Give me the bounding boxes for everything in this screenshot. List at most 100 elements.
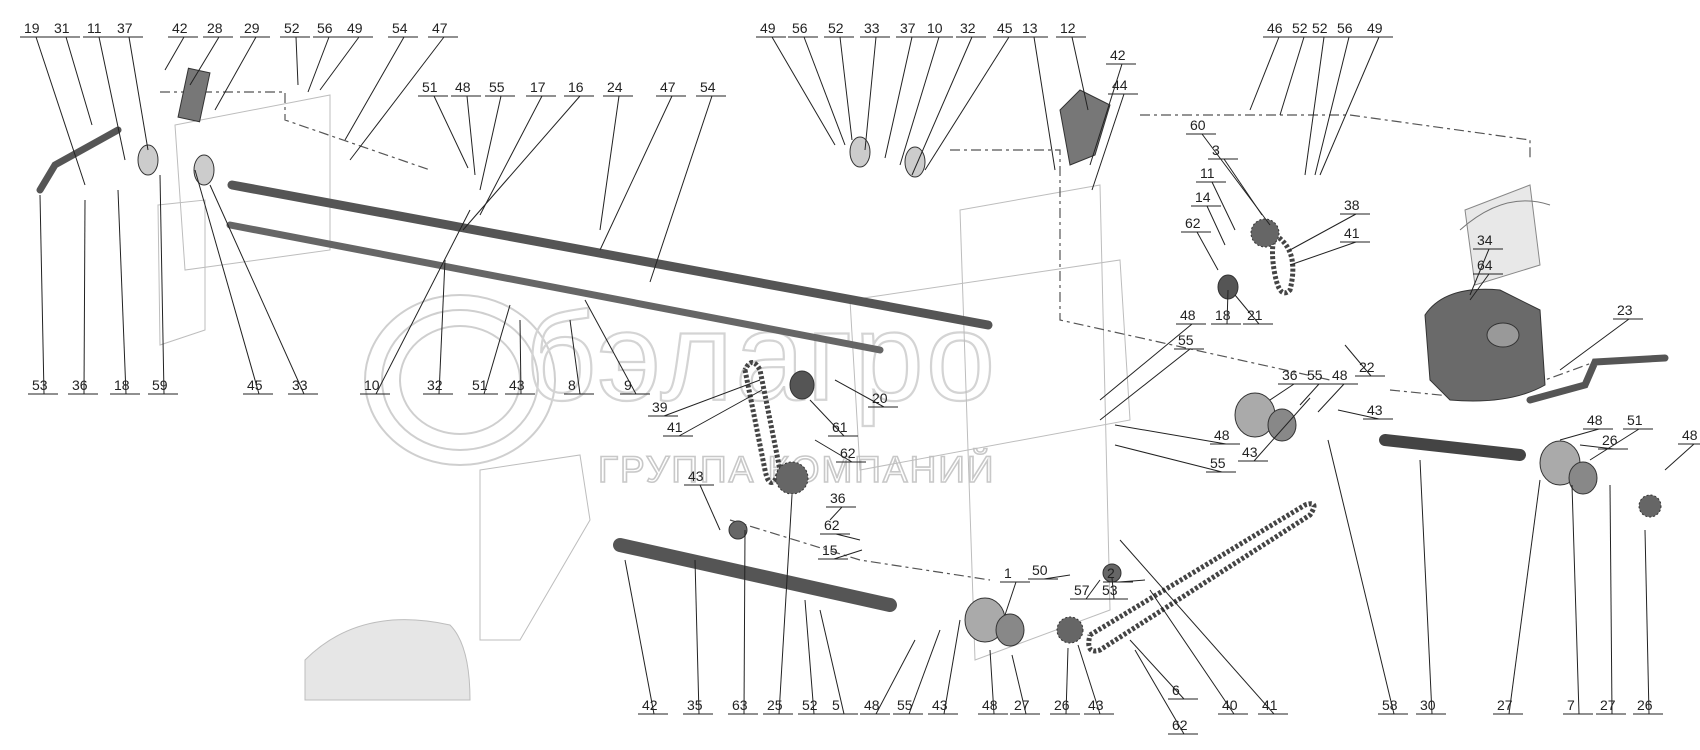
flange-33-left bbox=[137, 144, 159, 176]
callout-leader bbox=[433, 95, 469, 169]
callout-leader bbox=[884, 36, 913, 159]
callout-number: 43 bbox=[1088, 697, 1104, 713]
callout-number: 56 bbox=[1337, 20, 1353, 36]
callout-leader bbox=[804, 599, 815, 715]
watermark-ring-inner bbox=[399, 325, 521, 435]
callout-leader bbox=[65, 36, 93, 126]
bearing-26-mid bbox=[1267, 408, 1297, 442]
callout-leader bbox=[1196, 231, 1219, 271]
callout-leader bbox=[1114, 444, 1223, 473]
callout-leader bbox=[1004, 581, 1017, 616]
callout-number: 7 bbox=[1567, 697, 1575, 713]
callout-leader bbox=[835, 533, 861, 541]
callout-leader bbox=[1065, 647, 1069, 715]
watermark-brand: бэлагро bbox=[525, 288, 997, 427]
callout-leader bbox=[438, 259, 446, 395]
callout-leader bbox=[839, 36, 853, 141]
callout-number: 53 bbox=[32, 377, 48, 393]
lever-18 bbox=[36, 126, 122, 194]
callout-leader bbox=[194, 169, 260, 395]
callout-number: 63 bbox=[732, 697, 748, 713]
callout-leader bbox=[1114, 424, 1227, 445]
callout-leader bbox=[1508, 479, 1541, 715]
callout-leader bbox=[466, 95, 476, 176]
callout-number: 47 bbox=[432, 20, 448, 36]
callout-leader bbox=[1118, 579, 1146, 583]
callout-number: 44 bbox=[1112, 77, 1128, 93]
callout-number: 64 bbox=[1477, 257, 1493, 273]
callout-number: 18 bbox=[114, 377, 130, 393]
callout-leader bbox=[649, 95, 713, 283]
callout-number: 15 bbox=[822, 542, 838, 558]
chain-40 bbox=[1086, 501, 1317, 654]
callout-number: 45 bbox=[247, 377, 263, 393]
callout-number: 27 bbox=[1600, 697, 1616, 713]
callout-leader bbox=[1344, 344, 1372, 377]
callout-number: 30 bbox=[1420, 697, 1436, 713]
callout-number: 48 bbox=[1682, 427, 1698, 443]
callout-number: 51 bbox=[422, 79, 438, 95]
callout-number: 36 bbox=[830, 490, 846, 506]
gearbox-boss bbox=[1486, 322, 1520, 348]
left-bracket-ghost bbox=[157, 199, 206, 346]
callout-leader bbox=[569, 319, 581, 395]
callout-leader bbox=[1234, 294, 1260, 325]
sprocket-5 bbox=[775, 461, 809, 495]
sector-arc bbox=[1459, 200, 1551, 231]
callout-number: 52 bbox=[828, 20, 844, 36]
callout-number: 48 bbox=[455, 79, 471, 95]
callout-leader bbox=[1099, 323, 1193, 401]
left-plate-ghost bbox=[174, 94, 331, 271]
stand-ghost bbox=[479, 454, 591, 641]
callout-number: 62 bbox=[824, 517, 840, 533]
callout-number: 13 bbox=[1022, 20, 1038, 36]
callout-number: 55 bbox=[489, 79, 505, 95]
callout-leader bbox=[1033, 36, 1056, 171]
callout-number: 36 bbox=[1282, 367, 1298, 383]
callout-number: 42 bbox=[1110, 47, 1126, 63]
callout-number: 12 bbox=[1060, 20, 1076, 36]
callout-number: 48 bbox=[1214, 427, 1230, 443]
callout-number: 52 bbox=[1292, 20, 1308, 36]
callout-leader bbox=[678, 389, 763, 437]
callout-leader bbox=[1085, 579, 1101, 600]
callout-number: 8 bbox=[568, 377, 576, 393]
callout-leader bbox=[1249, 36, 1280, 111]
callout-leader bbox=[307, 36, 330, 93]
frame-ghost bbox=[157, 94, 1551, 701]
callout-number: 27 bbox=[1014, 697, 1030, 713]
flange-33-mid bbox=[849, 136, 871, 168]
callout-leader bbox=[599, 95, 673, 251]
callout-leader bbox=[819, 609, 845, 715]
callout-leader bbox=[814, 439, 853, 463]
callout-leader bbox=[1091, 93, 1125, 191]
callout-number: 26 bbox=[1602, 432, 1618, 448]
callout-leader bbox=[1579, 444, 1615, 450]
flange-32-mid bbox=[904, 146, 926, 178]
callout-number: 43 bbox=[1367, 402, 1383, 418]
callout-leader bbox=[899, 36, 940, 166]
callout-number: 41 bbox=[1344, 225, 1360, 241]
callout-number: 36 bbox=[72, 377, 88, 393]
shaft-25 bbox=[613, 538, 897, 612]
callout-number: 49 bbox=[760, 20, 776, 36]
callout-leader bbox=[319, 36, 360, 91]
callout-number: 32 bbox=[960, 20, 976, 36]
callout-number: 34 bbox=[1477, 232, 1493, 248]
callout-leader bbox=[519, 319, 522, 395]
gearbox-body bbox=[1424, 288, 1546, 402]
callout-number: 33 bbox=[292, 377, 308, 393]
callout-number: 33 bbox=[864, 20, 880, 36]
dash-path-top-right bbox=[1140, 114, 1531, 160]
callout-number: 25 bbox=[767, 697, 783, 713]
callout-number: 43 bbox=[688, 468, 704, 484]
callout-leader bbox=[908, 629, 941, 715]
callout-leader bbox=[1071, 36, 1089, 111]
callout-number: 51 bbox=[1627, 412, 1643, 428]
callout-number: 27 bbox=[1497, 697, 1513, 713]
callout-leader bbox=[189, 36, 220, 86]
shaft-lower bbox=[226, 221, 884, 354]
callout-number: 56 bbox=[792, 20, 808, 36]
callout-number: 5 bbox=[832, 697, 840, 713]
callout-number: 31 bbox=[54, 20, 70, 36]
